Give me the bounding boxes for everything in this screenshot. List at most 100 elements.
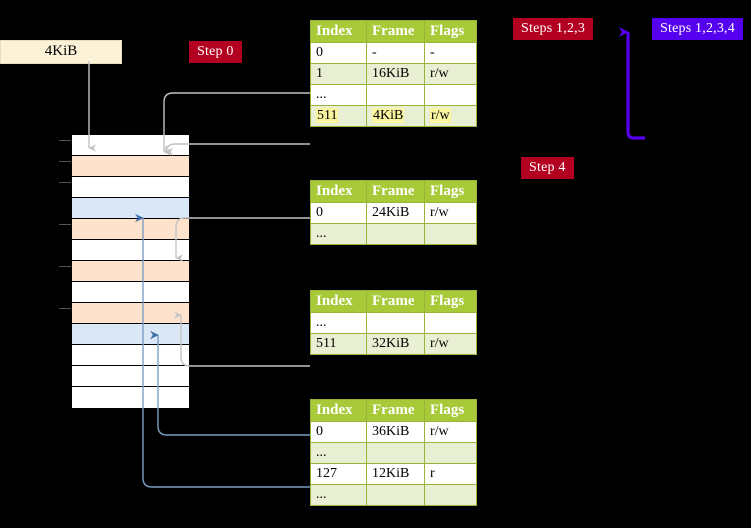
column-header-flags: Flags (424, 180, 477, 203)
memory-frame-12 (72, 387, 189, 408)
memory-frame-3 (72, 198, 189, 219)
cell-flags (424, 484, 477, 506)
memory-frame-9 (72, 324, 189, 345)
memory-frame-7 (72, 282, 189, 303)
badge-step-4-label: Step 4 (529, 160, 566, 175)
cell-index: ... (310, 312, 367, 334)
wire-pdpt-0-to-frame (175, 217, 310, 262)
topbar-label: 4KiB (44, 43, 78, 59)
column-header-frame: Frame (366, 399, 425, 422)
memory-tick (59, 308, 71, 309)
badge-steps-123: Steps 1,2,3 (513, 18, 594, 40)
cell-index: 1 (310, 63, 367, 85)
cell-index: 511 (310, 333, 367, 355)
cell-frame: 36KiB (366, 421, 425, 443)
topbar-4kib: 4KiB (0, 40, 122, 64)
cell-flags: r/w (424, 105, 477, 127)
physical-memory-column (71, 134, 190, 416)
cell-frame: 4KiB (366, 105, 425, 127)
cell-frame (366, 442, 425, 464)
column-header-frame: Frame (366, 20, 425, 43)
cell-frame: 12KiB (366, 463, 425, 485)
column-header-flags: Flags (424, 20, 477, 43)
column-header-flags: Flags (424, 290, 477, 313)
cell-index: ... (310, 84, 367, 106)
memory-tick (59, 224, 71, 225)
cell-index: ... (310, 442, 367, 464)
badge-steps-123-label: Steps 1,2,3 (521, 21, 586, 36)
cell-frame: 32KiB (366, 333, 425, 355)
table-row[interactable]: 0-- (310, 42, 477, 64)
wire-pd-511-to-frame (173, 311, 310, 367)
memory-tick (59, 140, 71, 141)
table-row[interactable]: ... (310, 312, 477, 334)
cell-index: 0 (310, 202, 367, 224)
column-header-flags: Flags (424, 399, 477, 422)
cell-index: 127 (310, 463, 367, 485)
cell-flags: - (424, 42, 477, 64)
memory-frame-10 (72, 345, 189, 366)
cell-frame: - (366, 42, 425, 64)
cell-flags (424, 84, 477, 106)
cell-frame (366, 312, 425, 334)
memory-tick (59, 266, 71, 267)
cell-flags: r/w (424, 202, 477, 224)
memory-frame-2 (72, 177, 189, 198)
memory-frame-1 (72, 156, 189, 177)
cell-flags: r (424, 463, 477, 485)
cell-index: 511 (310, 105, 367, 127)
table-header-row: Index Frame Flags (310, 20, 477, 43)
cell-frame: 16KiB (366, 63, 425, 85)
cell-flags (424, 223, 477, 245)
column-header-index: Index (310, 399, 367, 422)
badge-steps-1234-label: Steps 1,2,3,4 (660, 21, 735, 36)
badge-step-4: Step 4 (521, 157, 574, 179)
memory-tick (59, 182, 71, 183)
table-row[interactable]: ... (310, 84, 477, 106)
table-row[interactable]: ... (310, 223, 477, 245)
cell-flags (424, 312, 477, 334)
column-header-frame: Frame (366, 290, 425, 313)
column-header-index: Index (310, 290, 367, 313)
cell-flags: r/w (424, 333, 477, 355)
table-header-row: Index Frame Flags (310, 290, 477, 313)
cell-frame (366, 484, 425, 506)
cell-flags: r/w (424, 63, 477, 85)
cell-frame (366, 84, 425, 106)
badge-step-0-label: Step 0 (197, 44, 234, 59)
cell-flags (424, 442, 477, 464)
badge-step-0: Step 0 (189, 41, 242, 63)
cell-index: 0 (310, 421, 367, 443)
column-header-index: Index (310, 180, 367, 203)
table-row[interactable]: ... (310, 442, 477, 464)
memory-frame-4 (72, 219, 189, 240)
table-row[interactable]: ... (310, 484, 477, 506)
cell-flags: r/w (424, 421, 477, 443)
cell-index: 0 (310, 42, 367, 64)
memory-frame-6 (72, 261, 189, 282)
memory-tick (59, 161, 71, 162)
cell-frame (366, 223, 425, 245)
wire-steps-bracket (618, 27, 645, 140)
memory-frame-0 (72, 135, 189, 156)
column-header-frame: Frame (366, 180, 425, 203)
cell-frame: 24KiB (366, 202, 425, 224)
memory-frame-5 (72, 240, 189, 261)
cell-index: ... (310, 484, 367, 506)
table-header-row: Index Frame Flags (310, 399, 477, 422)
memory-frame-8 (72, 303, 189, 324)
